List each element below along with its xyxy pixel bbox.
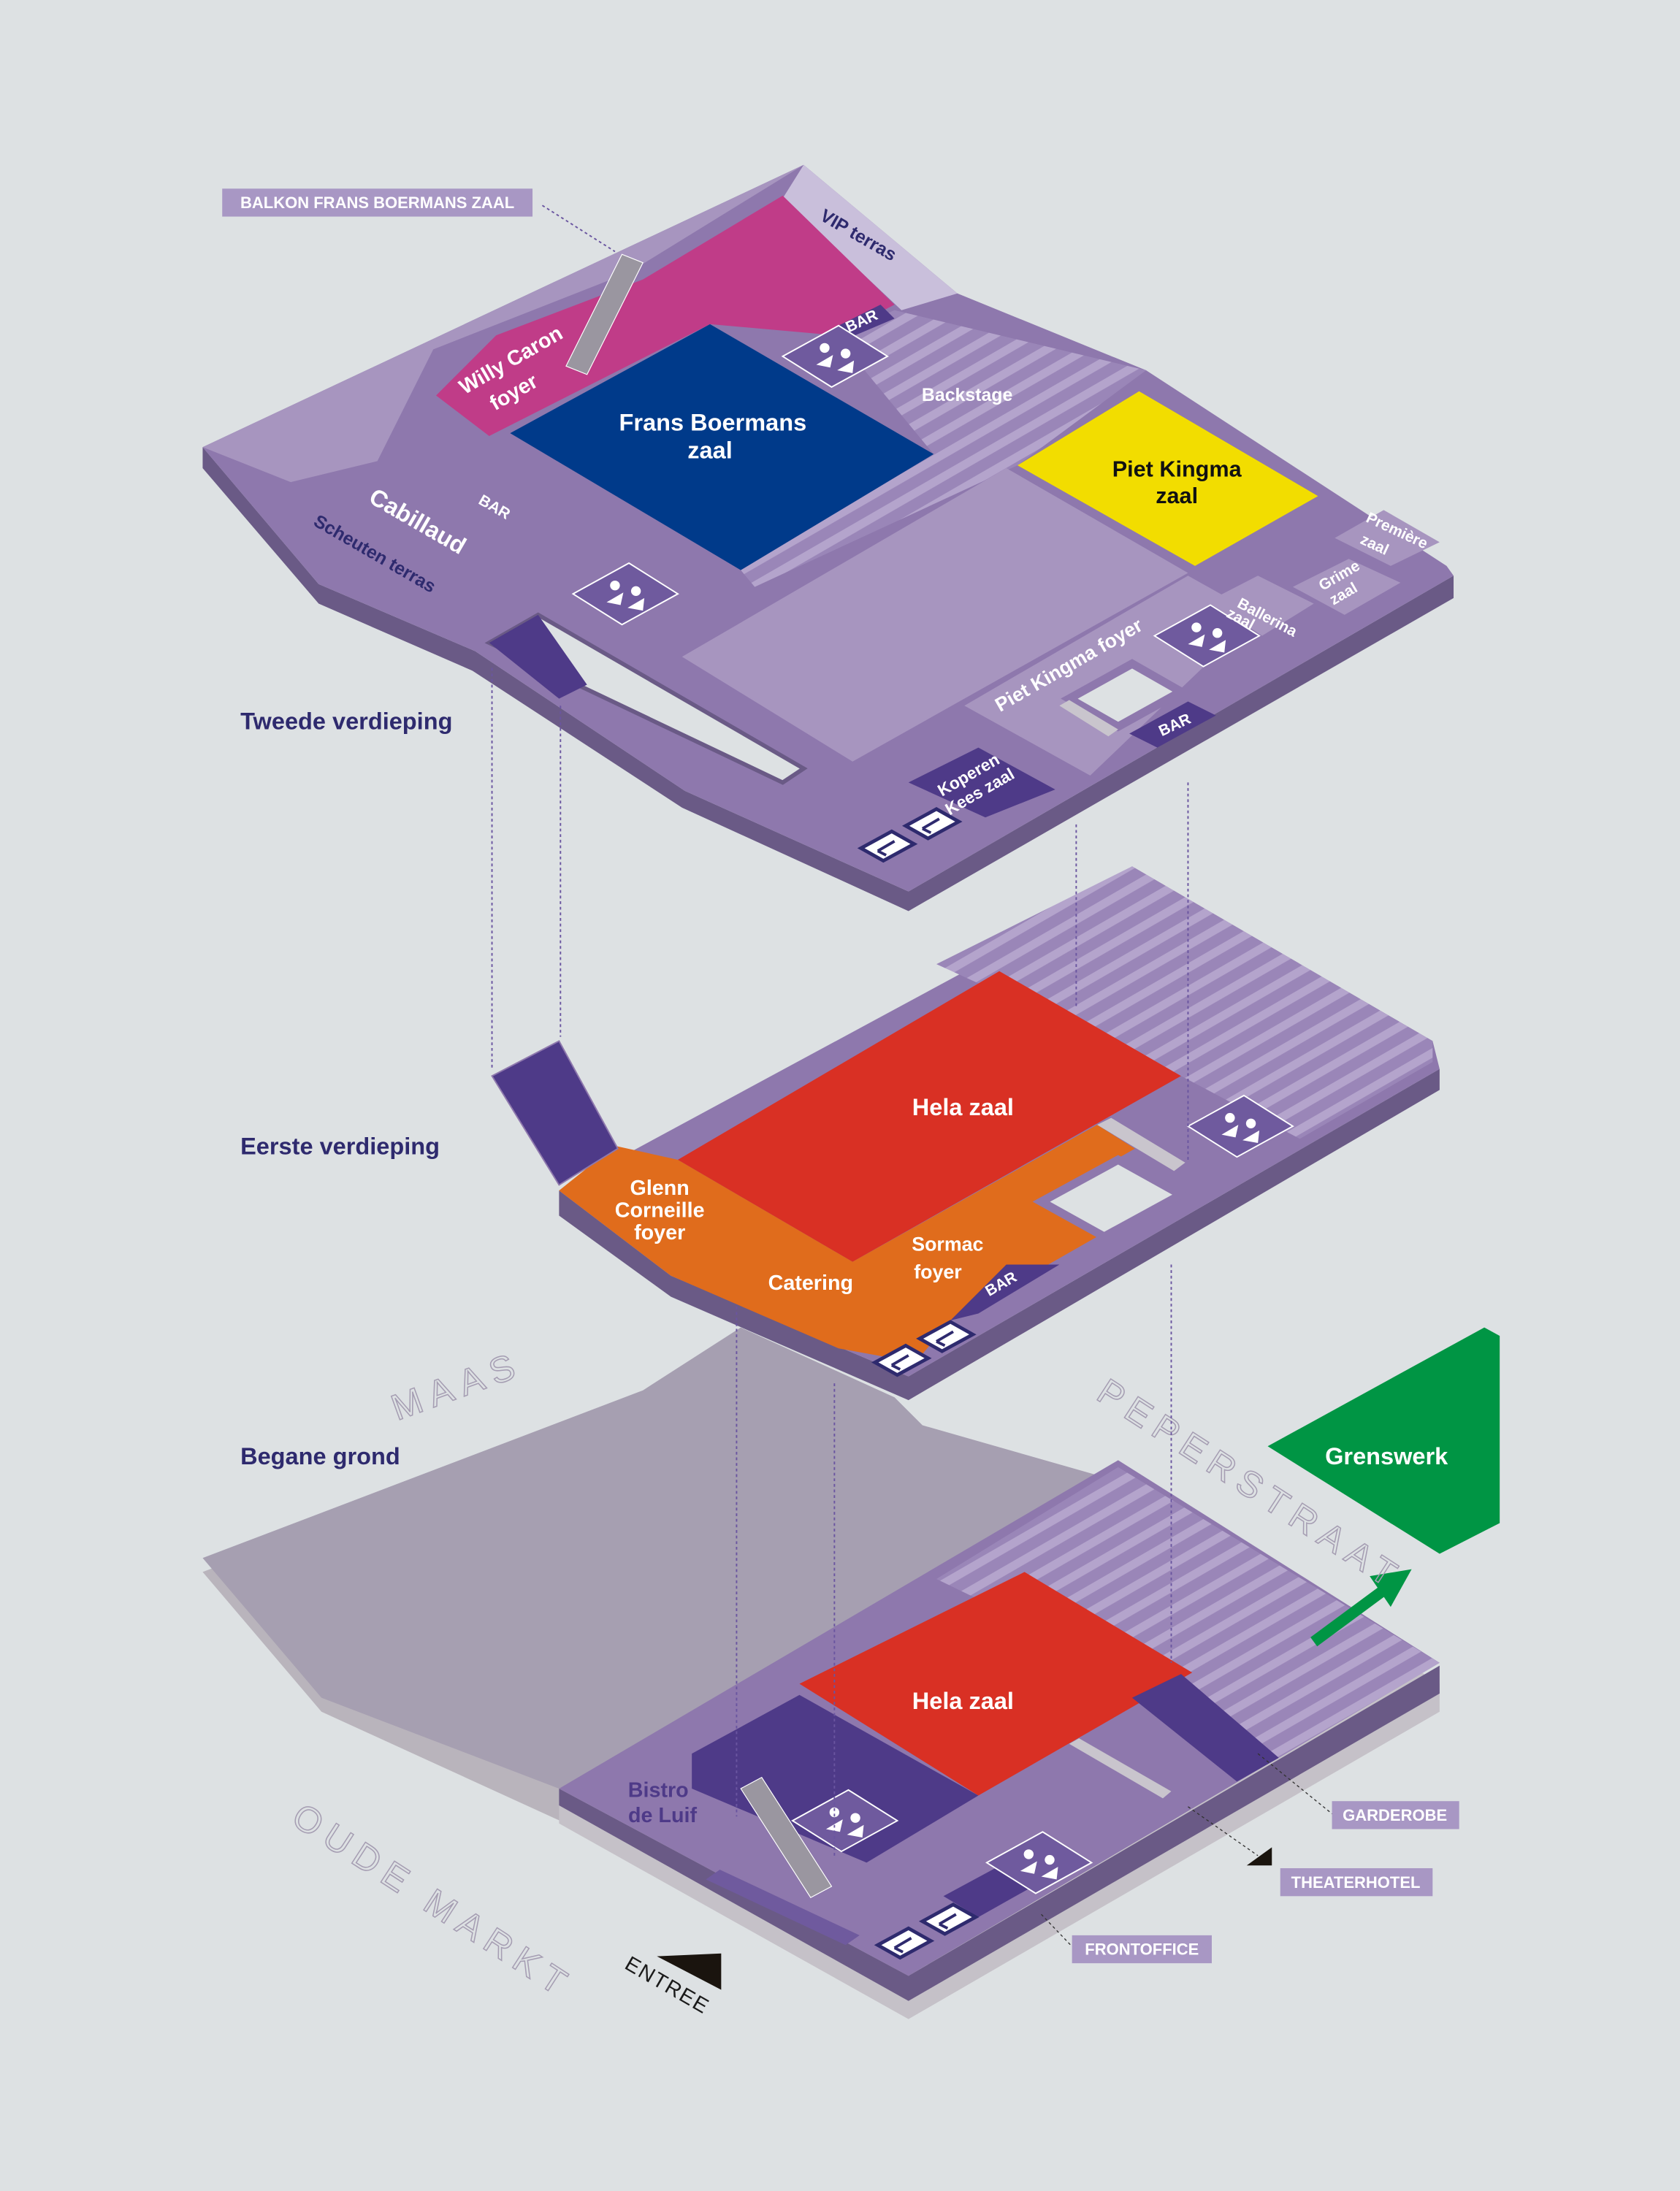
first-floor: Hela zaal Glenn Corneille foyer Catering… <box>491 866 1440 1401</box>
hela-zaal-first <box>678 971 1181 1262</box>
stairs-ground <box>740 1776 833 1898</box>
koperen-kees-zaal <box>908 747 1055 818</box>
callout-theaterhotel: THEATERHOTEL <box>1280 1868 1433 1897</box>
callout-balkon: BALKON FRANS BOERMANS ZAAL <box>222 188 533 217</box>
theaterhotel-arrow-icon <box>1246 1847 1272 1866</box>
bistro-area <box>692 1694 979 1863</box>
open-area <box>681 467 1188 762</box>
opening-stairs <box>484 612 808 785</box>
street-maas: MAAS <box>386 1343 528 1429</box>
void-opening <box>1032 1155 1190 1242</box>
floor-label-first: Eerste verdieping <box>240 1133 440 1159</box>
floor-label-ground: Begane grond <box>240 1443 400 1469</box>
first-backstage-striped <box>936 866 1433 1139</box>
hela-zaal-ground-label: Hela zaal <box>912 1688 1014 1714</box>
orange-foyer <box>559 1125 1135 1363</box>
hela-zaal-ground <box>799 1572 1193 1796</box>
bar-first <box>950 1264 1060 1321</box>
void-opening-second <box>1061 659 1190 732</box>
floor-connector-lines <box>491 204 1332 1947</box>
frans-boermans-zaal <box>510 324 934 570</box>
ground-backstage-striped <box>936 1467 1440 1758</box>
bistro-label-line1: Bistro <box>628 1778 689 1802</box>
stairs-first <box>491 1040 619 1186</box>
left-terrace <box>202 164 804 483</box>
backstage-label: Backstage <box>922 385 1012 405</box>
arrow-to-grenswerk-icon <box>1310 1569 1412 1647</box>
callout-frontoffice: FRONTOFFICE <box>1072 1935 1212 1964</box>
callout-balkon-text: BALKON FRANS BOERMANS ZAAL <box>240 194 514 212</box>
grenswerk-label: Grenswerk <box>1325 1443 1448 1469</box>
sormac-line2: foyer <box>914 1261 962 1283</box>
frans-boermans-line2: zaal <box>687 437 732 464</box>
bar-second-b <box>1129 701 1216 748</box>
stairs-second <box>489 253 644 699</box>
grime-zaal <box>1292 559 1401 615</box>
catering-label: Catering <box>768 1272 853 1295</box>
glenn-corneille-line2: Corneille <box>615 1198 705 1222</box>
premiere-zaal <box>1335 510 1440 566</box>
piet-kingma-line1: Piet Kingma <box>1112 456 1242 481</box>
willy-caron-foyer <box>436 195 895 436</box>
floor-label-second: Tweede verdieping <box>240 708 452 735</box>
callout-frontoffice-text: FRONTOFFICE <box>1085 1940 1199 1959</box>
bistro-label-line2: de Luif <box>628 1804 697 1827</box>
street-oude-markt: OUDE MARKT <box>285 1795 581 2007</box>
escalator-first <box>1097 1117 1185 1171</box>
sormac-line1: Sormac <box>912 1233 983 1255</box>
entree-arrow-icon <box>657 1953 722 1990</box>
ground-slab-side <box>559 1665 1440 2001</box>
surrounding-land <box>202 1327 1118 1789</box>
backstage-striped <box>741 310 1147 587</box>
hela-zaal-first-label: Hela zaal <box>912 1094 1014 1120</box>
piet-kingma-zaal <box>1017 391 1318 566</box>
callout-theaterhotel-text: THEATERHOTEL <box>1291 1873 1421 1892</box>
callout-garderobe-text: GARDEROBE <box>1343 1806 1447 1824</box>
grenswerk-building <box>1267 1327 1500 1554</box>
glenn-corneille-line1: Glenn <box>630 1177 690 1200</box>
escalator-second <box>1059 700 1118 737</box>
frans-boermans-line1: Frans Boermans <box>619 409 807 435</box>
ground-floor: Hela zaal Bistro de Luif <box>202 1327 1440 2019</box>
glenn-corneille-line3: foyer <box>634 1221 685 1244</box>
garderobe-area <box>1131 1674 1279 1782</box>
piet-kingma-line2: zaal <box>1156 483 1198 508</box>
entrance-ramp <box>706 1869 860 1946</box>
callout-garderobe: GARDEROBE <box>1332 1801 1459 1829</box>
vip-terras <box>782 164 958 310</box>
escalator-ground <box>1069 1738 1172 1799</box>
ballerina-zaal <box>1209 576 1314 636</box>
second-floor: VIP terras Willy Caron foyer BAR Backsta… <box>202 164 1454 911</box>
first-slab-side <box>559 1068 1440 1401</box>
